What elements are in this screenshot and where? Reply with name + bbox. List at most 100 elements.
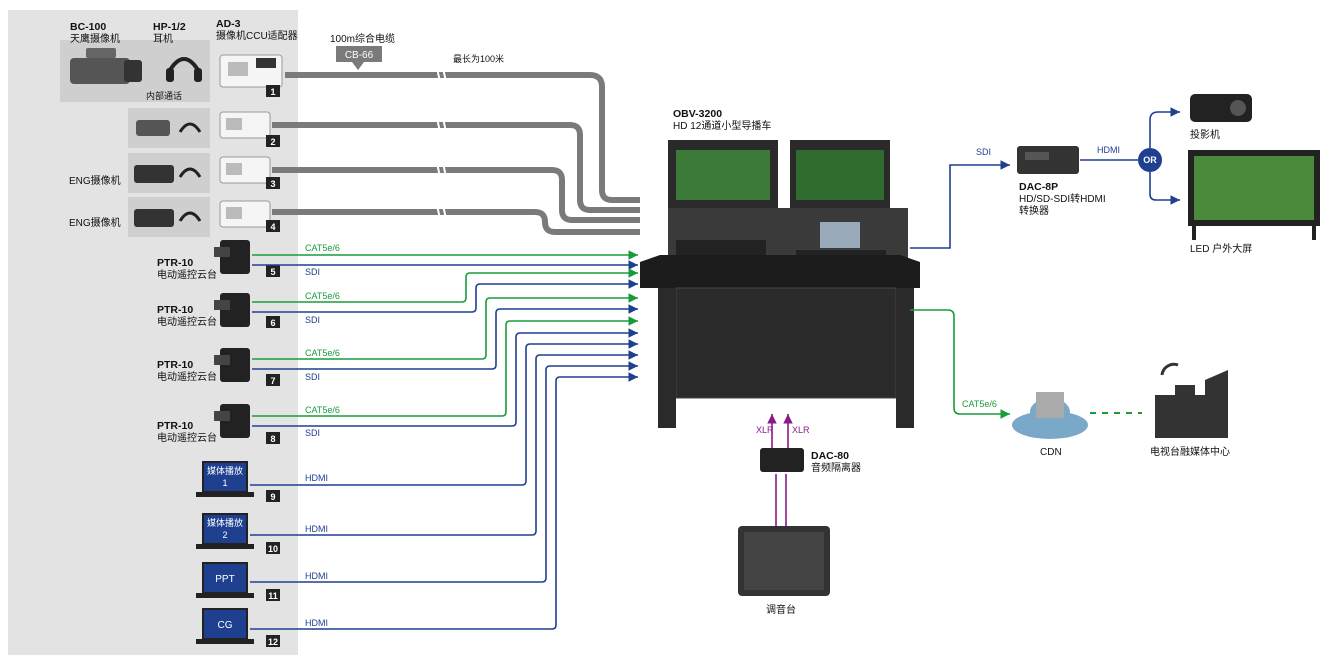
ptr-model-1: PTR-10: [157, 257, 193, 269]
or-label: OR: [1143, 155, 1157, 165]
number-badge: 3: [270, 179, 275, 189]
laptop-4-label: CG: [218, 620, 233, 631]
hdmi-out-label: HDMI: [1097, 145, 1120, 155]
number-badge-bg: [266, 177, 280, 189]
cat-label-7: CAT5e/6: [305, 348, 340, 358]
sdi-line-8: [252, 328, 638, 427]
sdi-out-line: [910, 160, 1010, 249]
bc100-camera-icon: [70, 48, 142, 84]
number-badge: 1: [270, 87, 275, 97]
number-badge: 6: [270, 318, 275, 328]
number-badge-bg: [266, 135, 280, 147]
number-badge: 7: [270, 376, 275, 386]
cat-line-6: [252, 268, 638, 303]
cable-tag-pointer: [352, 62, 364, 70]
number-badge: 8: [270, 434, 275, 444]
hdmi-line-12: [250, 372, 638, 630]
number-badge: 4: [270, 222, 275, 232]
hp-name: 耳机: [153, 32, 173, 45]
cat-out-line: [910, 309, 1010, 419]
laptop-3-icon: [196, 562, 254, 598]
source-panel: [8, 10, 298, 655]
or-node: [1138, 148, 1162, 172]
ptr-camera-2-icon: [214, 293, 250, 327]
number-badge: 9: [270, 492, 275, 502]
mixer-label: 调音台: [766, 603, 796, 616]
number-badge-bg: [266, 635, 280, 647]
cat-out-label: CAT5e/6: [962, 399, 997, 409]
number-badge-bg: [266, 490, 280, 502]
ptr-camera-1-icon: [214, 240, 250, 274]
number-badge: 2: [270, 137, 275, 147]
laptop-3-label: PPT: [215, 574, 234, 585]
sdi-label-6: SDI: [305, 315, 320, 325]
hdmi-label-9: HDMI: [305, 473, 328, 483]
ptr-name-4: 电动遥控云台: [157, 431, 217, 444]
number-badge-bg: [266, 85, 280, 97]
laptop-2-label: 媒体播放: [207, 517, 243, 528]
dac80-name: 音频隔离器: [811, 461, 861, 474]
laptop-4-icon: [196, 608, 254, 644]
xlr-label-left: XLR: [756, 425, 774, 435]
dac8p-icon: [1017, 146, 1079, 174]
ptr-name-3: 电动遥控云台: [157, 370, 217, 383]
cat-line-8: [252, 316, 638, 417]
laptop-1-num: 1: [222, 478, 227, 488]
ptr-model-3: PTR-10: [157, 359, 193, 371]
dac8p-line2: 转换器: [1019, 204, 1049, 217]
number-badge: 10: [268, 544, 278, 554]
hdmi-label-10: HDMI: [305, 524, 328, 534]
led-label: LED 户外大屏: [1190, 242, 1252, 255]
bc100-model: BC-100: [70, 21, 106, 33]
cdn-label: CDN: [1040, 447, 1062, 458]
cable-line-3: [272, 167, 640, 223]
projector-icon: [1190, 94, 1252, 122]
cable-line-4: [272, 209, 640, 235]
number-badge: 5: [270, 267, 275, 277]
ad3-name: 摄像机CCU适配器: [216, 29, 298, 42]
adapter-3-icon: [219, 156, 271, 184]
cable-max-length: 最长为100米: [453, 53, 504, 64]
ptr-name-1: 电动遥控云台: [157, 268, 217, 281]
cable-break-marks: [436, 67, 447, 220]
laptop-1-label: 媒体播放: [207, 465, 243, 476]
ad3-adapter-icon: [219, 54, 283, 88]
led-screen-icon: [1188, 150, 1320, 240]
xlr-label-right: XLR: [792, 425, 810, 435]
tv-label: 电视台融媒体中心: [1150, 445, 1230, 458]
tv-station-icon: [1155, 362, 1228, 438]
laptop-1-icon: [196, 461, 254, 497]
obv-name: HD 12通道小型导播车: [673, 119, 771, 132]
cdn-cloud-icon: [1012, 392, 1088, 439]
dac8p-line1: HD/SD-SDI转HDMI: [1019, 192, 1106, 205]
led-line: [1149, 172, 1180, 205]
number-badge-bg: [266, 220, 280, 232]
ptr-camera-3-icon: [214, 348, 250, 382]
number-badge-bg: [266, 374, 280, 386]
sdi-label-5: SDI: [305, 267, 320, 277]
cat-line-7: [252, 293, 638, 360]
number-badge-bg: [266, 265, 280, 277]
cable-model: CB-66: [345, 50, 374, 61]
dac80-icon: [760, 448, 804, 472]
ad3-model: AD-3: [216, 18, 241, 30]
projector-label: 投影机: [1190, 128, 1220, 141]
adapter-4-icon: [219, 200, 271, 228]
number-badge-bg: [266, 316, 280, 328]
ptr-camera-4-icon: [214, 404, 250, 438]
laptop-2-num: 2: [222, 530, 227, 540]
ptr-name-2: 电动遥控云台: [157, 315, 217, 328]
projector-line: [1149, 107, 1180, 148]
ptr-model-2: PTR-10: [157, 304, 193, 316]
hdmi-label-12: HDMI: [305, 618, 328, 628]
dac8p-model: DAC-8P: [1019, 181, 1058, 193]
number-badge-bg: [266, 589, 280, 601]
number-badge-bg: [266, 432, 280, 444]
cat-label-5: CAT5e/6: [305, 243, 340, 253]
cable-line-1: [285, 72, 640, 203]
hdmi-line-9: [250, 339, 638, 486]
cat-label-8: CAT5e/6: [305, 405, 340, 415]
sdi-line-6: [252, 279, 638, 313]
